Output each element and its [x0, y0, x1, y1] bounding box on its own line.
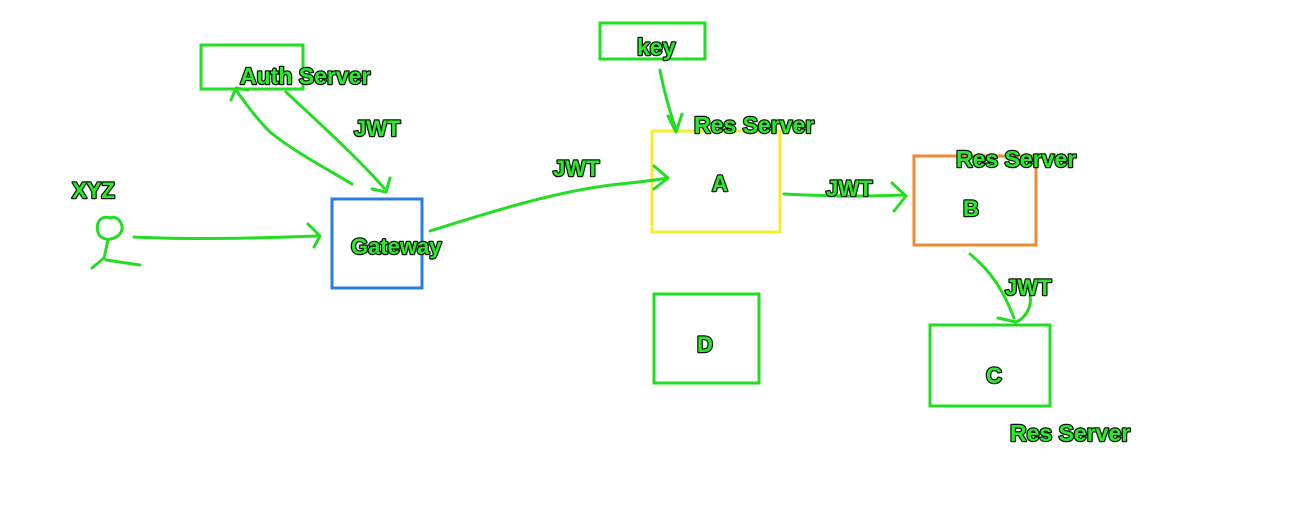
xyz-label: XYZ — [72, 178, 115, 203]
node-c-label: C — [986, 363, 1002, 388]
res-server-b-box — [912, 154, 1038, 247]
diagram-labels: Auth Server key JWT XYZ Gateway JWT Res … — [71, 33, 1132, 448]
node-b-label: B — [963, 196, 979, 221]
jwt-b-c-label: JWT — [1005, 275, 1052, 300]
res-server-c-label: Res Server — [1010, 420, 1130, 446]
arrow-key-to-a — [658, 68, 678, 132]
res-server-b-label: Res Server — [956, 146, 1076, 172]
jwt-a-b-label: JWT — [826, 176, 873, 201]
arrowhead-gateway-to-a — [652, 164, 670, 191]
stick-figure-icon — [90, 215, 142, 270]
gateway-box — [330, 197, 424, 290]
res-server-c-box — [928, 323, 1052, 408]
node-d-box — [652, 292, 761, 385]
arrow-a-to-b — [782, 192, 906, 198]
arrow-gateway-to-auth — [234, 88, 354, 186]
node-d-label: D — [697, 332, 713, 357]
arrowhead-gateway-to-auth — [229, 86, 250, 102]
jwt-auth-label: JWT — [354, 116, 401, 141]
key-box — [598, 21, 707, 61]
gateway-label: Gateway — [351, 234, 442, 259]
arrowhead-b-to-c — [996, 294, 1032, 324]
arrowhead-user-to-gateway — [306, 222, 322, 249]
arrow-user-to-gateway — [132, 234, 320, 241]
arrow-gateway-to-a — [428, 176, 670, 233]
node-a-label: A — [712, 171, 728, 196]
jwt-gateway-a-label: JWT — [553, 156, 600, 181]
arrowhead-a-to-b — [890, 181, 908, 213]
arrowhead-key-to-a — [666, 112, 684, 134]
auth-server-box — [199, 43, 305, 91]
arrow-auth-to-gateway — [284, 90, 386, 190]
key-label: key — [637, 34, 676, 60]
arrowhead-auth-to-gateway — [370, 176, 392, 194]
res-server-a-label: Res Server — [694, 112, 814, 138]
auth-server-label: Auth Server — [240, 63, 370, 89]
arrow-b-to-c — [968, 252, 1016, 320]
